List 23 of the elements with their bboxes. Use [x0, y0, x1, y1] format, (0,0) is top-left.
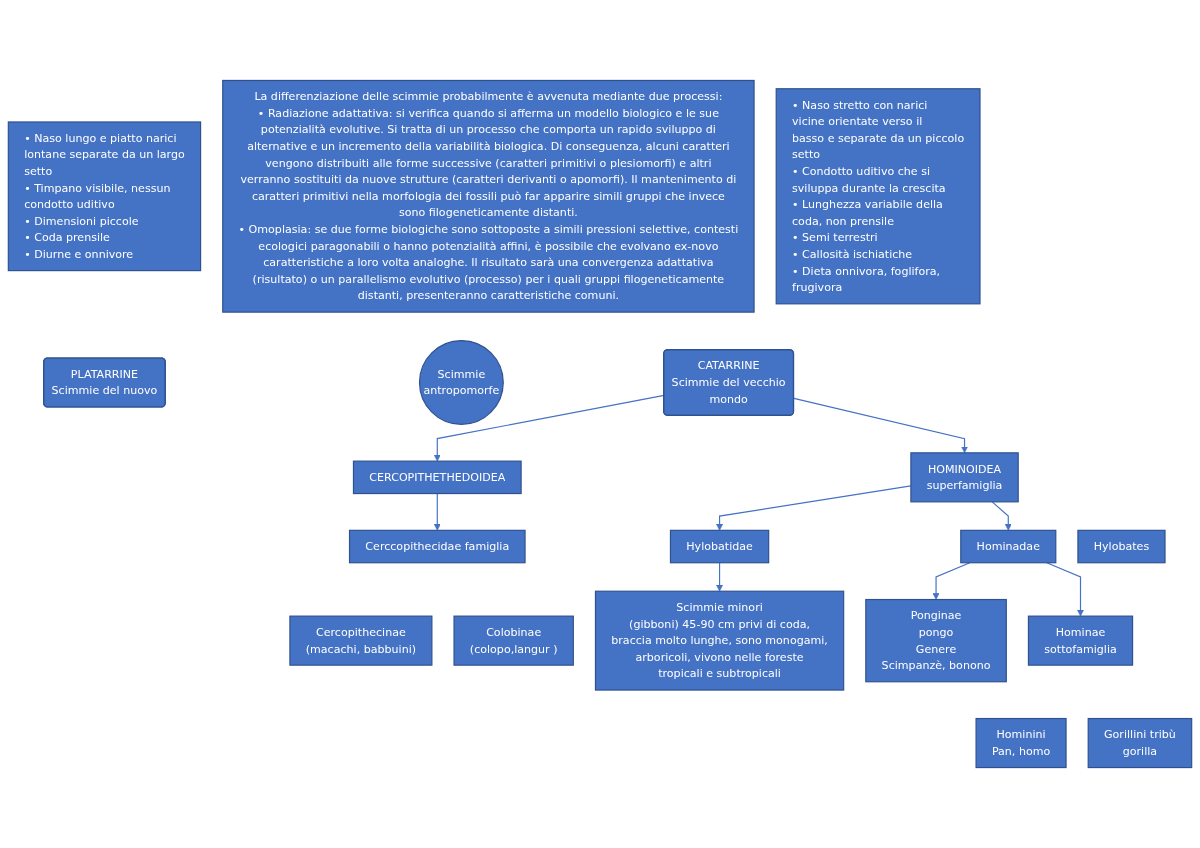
node-box: Scimmie minori (gibboni) 45-90 cm privi di coda, braccia molto lunghe, sono monogami, arboricoli, vivono nelle foreste tropicali e subtropicali — [594, 590, 845, 691]
node-box: HOMINOIDEA superfamiglia — [910, 452, 1019, 503]
arrow — [991, 501, 1012, 531]
arrow — [793, 397, 968, 454]
node-box: Hominae sottofamiglia — [1027, 615, 1134, 666]
node-box: • Naso stretto con narici vicine orientate verso il basso e separate da un piccolo setto • Condotto uditivo che si sviluppa durante la crescita • Lunghezza variabile della coda, non prensile • Semi terrestri • Callosità ischiatiche • Dieta onnivora, foglifora, frugivora — [775, 88, 981, 305]
node-box: Gorillini tribù gorilla — [1087, 717, 1193, 769]
node-box: La differenziazione delle scimmie probabilmente è avvenuta mediante due processi: • Radiazione adattativa: si verifica quando si afferma un modello biologico e le sue potenzialità evolutive. Si tratta di un processo che comporta un rapido sviluppo di alternative e un incremento della variabilità biologica. Di conseguenza, alcuni caratteri vengono distribuiti alle forme successive (caratteri primitivi o plesiomorfi) e altri verranno sostituiti da nuove strutture (caratteri derivanti o apomorfi). Il mantenimento di caratteri primitivi nella morfologia dei fossili può far apparire simili gruppi che invece sono filogeneticamente distanti. • Omoplasia: se due forme biologiche sono sottoposte a simili pressioni selettive, contesti ecologici paragonabili o hanno potenzialità affini, è possibile che evolvano ex-novo caratteristiche a loro volta analoghe. Il risultato sarà una convergenza adattativa (risultato) o un parallelismo evolutivo (processo) per i quali gruppi filogeneticamente distanti, presenteranno caratteristiche comuni. — [222, 79, 755, 313]
node-box: Hylobatidae — [669, 529, 770, 564]
node-box: Colobinae (colopo,langur ) — [453, 615, 574, 666]
node-box: Cerccopithecidae famiglia — [348, 529, 526, 564]
node-box: Hominadae — [960, 529, 1057, 564]
node-box: Hominini Pan, homo — [975, 717, 1067, 769]
arrow — [716, 562, 724, 592]
arrow — [1046, 562, 1084, 617]
node-box: Ponginae pongo Genere Scimpanzè, bonono — [865, 598, 1007, 683]
node-box: Cercopithecinae (macachi, babbuini) — [289, 615, 433, 666]
node-box: • Naso lungo e piatto narici lontane separate da un largo setto • Timpano visibile, nessun condotto uditivo • Dimensioni piccole • Coda prensile • Diurne e onnivore — [7, 121, 202, 272]
node-circle: Scimmie antropomorfe — [418, 340, 504, 425]
arrow — [433, 492, 441, 531]
arrow — [932, 562, 971, 600]
node-box: CERCOPITHETHEDOIDEA — [352, 460, 522, 495]
node-box: Hylobates — [1077, 529, 1166, 564]
